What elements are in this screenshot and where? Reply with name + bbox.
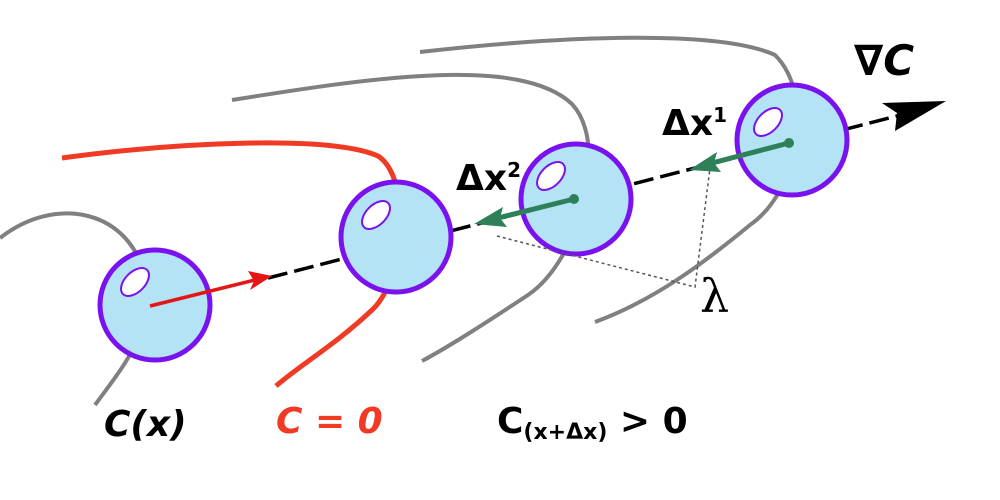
initial-arrow (149, 278, 256, 308)
delta-x2-label: Δx2 (456, 158, 521, 199)
delta-x1-label: Δx1 (662, 103, 727, 144)
gradient-label: ∇C (854, 36, 914, 85)
c-shifted-label: C(x+Δx) > 0 (497, 401, 688, 445)
step-arrow-1 (689, 138, 794, 172)
initial-arrowhead (248, 271, 272, 290)
sphere-2 (338, 179, 454, 295)
lambda-construction-lines (496, 167, 711, 288)
step-arrow-2 (474, 194, 579, 227)
lambda-label: λ (700, 269, 729, 323)
c-of-x-label: C(x) (104, 404, 187, 445)
gradient-arrowhead (882, 101, 946, 131)
c-equals-zero-label: C = 0 (276, 401, 383, 442)
